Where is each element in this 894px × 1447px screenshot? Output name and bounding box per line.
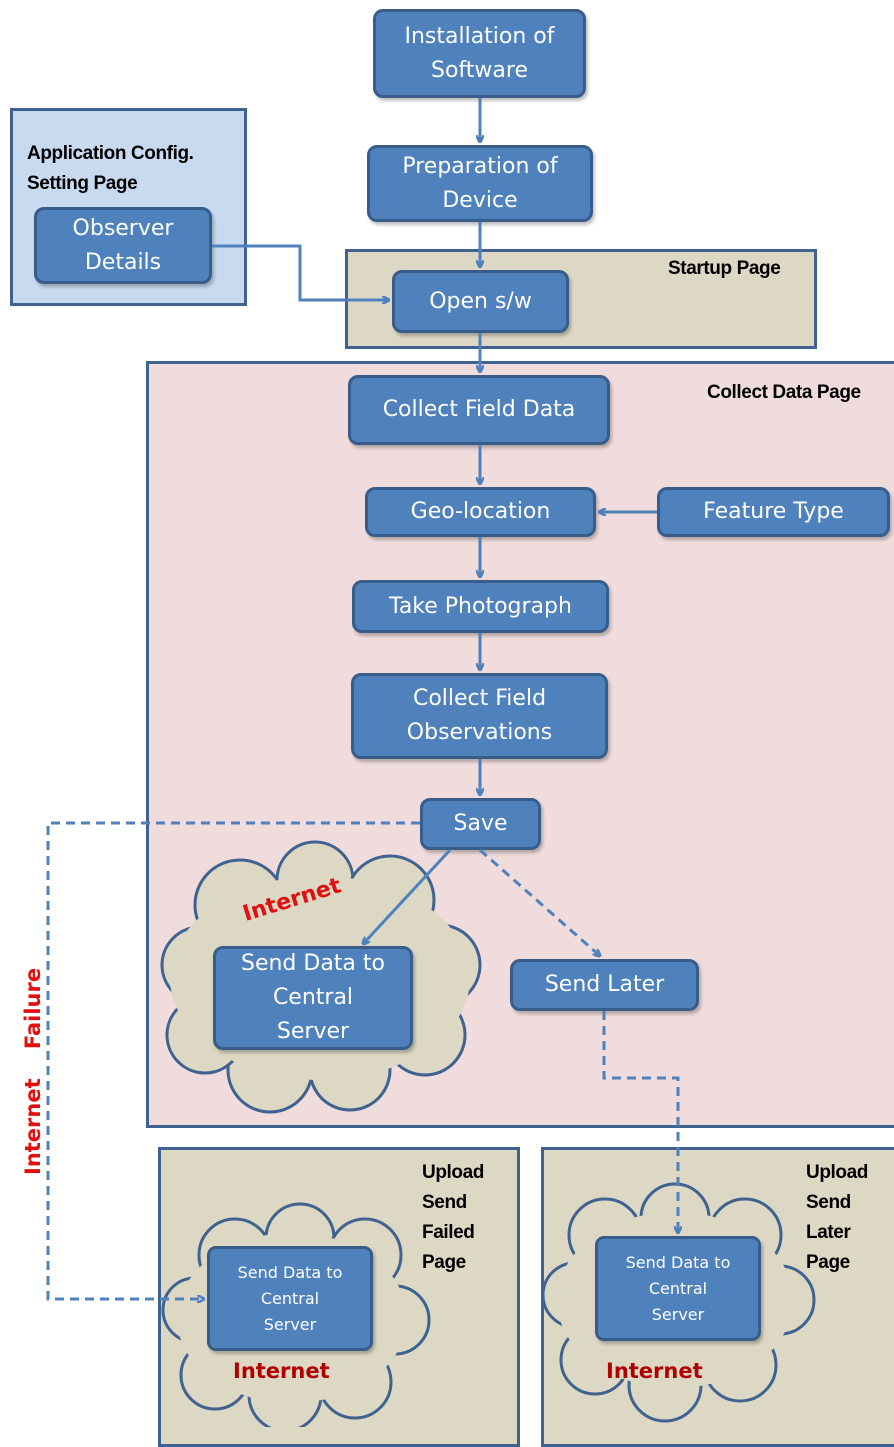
startup-page-label: Startup Page (668, 258, 781, 279)
internet-later-page-label: Internet (606, 1359, 703, 1383)
send-data-to-central-server-step: Send Data to Central Server (213, 946, 413, 1050)
collect-field-data-step: Collect Field Data (348, 375, 610, 445)
upload-send-failed-page-label: Upload Send Failed Page (422, 1162, 484, 1273)
collect-data-page-label: Collect Data Page (707, 382, 861, 403)
save-step: Save (420, 798, 541, 850)
feature-type-step: Feature Type (657, 487, 890, 537)
internet-failed-page-label: Internet (233, 1359, 330, 1383)
config-page-label: Application Config. Setting Page (27, 143, 194, 194)
arrow-save-to-send-later (479, 848, 600, 956)
failed-send-data-to-central-server-step: Send Data to Central Server (207, 1246, 373, 1351)
arrow-observer-to-open (212, 244, 389, 300)
arrow-save-to-send (363, 848, 452, 944)
geo-location-step: Geo-location (365, 487, 596, 537)
arrow-send-later-to-upload (602, 1011, 678, 1233)
installation-of-software-step: Installation of Software (373, 9, 586, 98)
send-later-step: Send Later (510, 959, 699, 1011)
observer-details-step: Observer Details (34, 207, 212, 284)
arrow-save-internet-failure (46, 821, 420, 1299)
collect-field-observations-step: Collect Field Observations (351, 673, 608, 759)
later-send-data-to-central-server-step: Send Data to Central Server (595, 1236, 761, 1341)
preparation-of-device-step: Preparation of Device (367, 145, 593, 222)
upload-send-later-page-label: Upload Send Later Page (806, 1162, 868, 1273)
open-software-step: Open s/w (392, 270, 569, 333)
take-photograph-step: Take Photograph (352, 580, 609, 633)
